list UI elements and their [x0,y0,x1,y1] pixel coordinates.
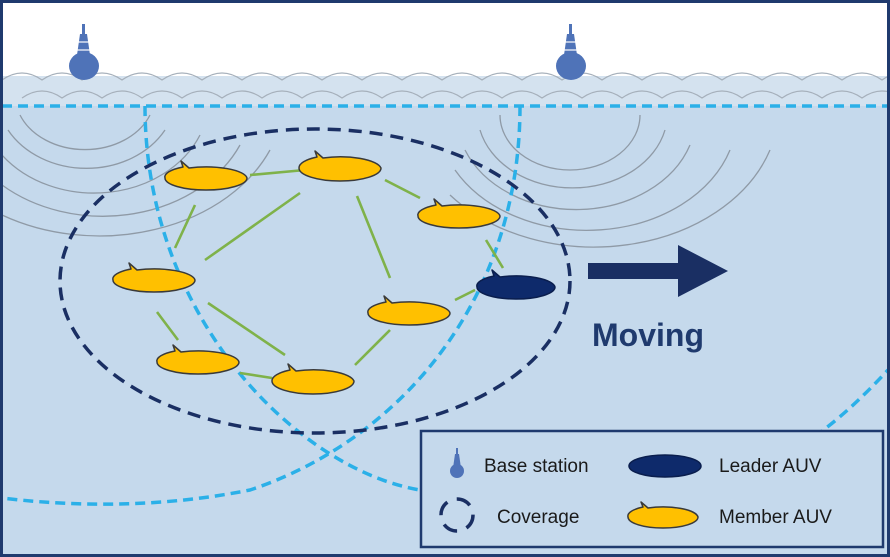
base-station-right [556,24,586,80]
member-auv-icon [627,501,699,529]
member-auvs [112,150,501,395]
leader-coverage-ellipse [58,127,572,435]
coverage-icon [439,497,475,533]
surface-waves [1,72,890,99]
leader-auv-icon [628,454,702,478]
member-auv [271,363,355,395]
coverage-left-station [143,105,421,492]
coverage-right-station [2,105,522,506]
moving-arrow [588,245,728,297]
moving-label: Moving [592,317,704,353]
legend-member-auv: Member AUV [719,507,832,528]
member-auv [367,295,451,326]
member-auv [156,344,240,375]
member-auv [298,150,382,182]
legend: Base station Leader AUV Coverage Member … [419,429,885,549]
legend-box [419,429,885,549]
communication-links [155,168,505,380]
member-auv [112,262,196,293]
legend-leader-auv: Leader AUV [719,456,822,477]
base-station-left [69,24,99,80]
member-auv [417,198,501,229]
legend-coverage: Coverage [497,507,579,528]
base-station-icon [450,448,464,478]
legend-base-station: Base station [484,456,589,477]
leader-auv [476,269,556,300]
member-auv [164,160,248,191]
